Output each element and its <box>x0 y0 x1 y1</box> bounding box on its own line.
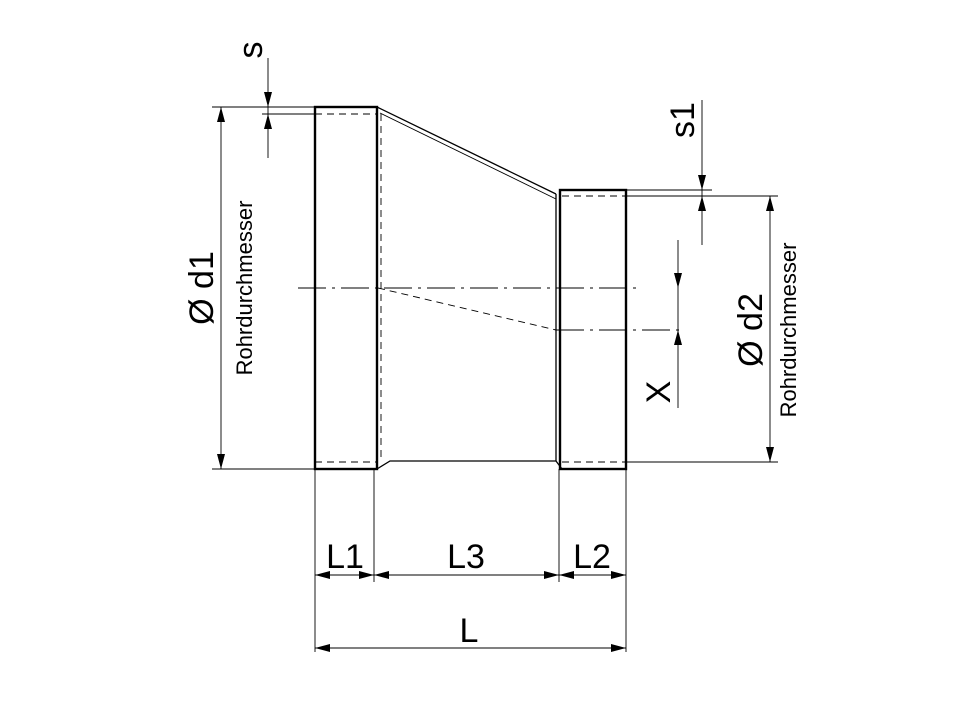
dimension-s1: s1 <box>626 100 712 245</box>
label-pipe-diameter-right: Rohrdurchmesser <box>776 243 801 418</box>
label-pipe-diameter-left: Rohrdurchmesser <box>232 201 257 376</box>
dimension-d2: Ø d2 Rohrdurchmesser <box>626 195 801 463</box>
offset-centerline <box>377 287 557 331</box>
dimension-x: X <box>640 240 682 408</box>
small-end-collar <box>558 188 628 471</box>
label-l1: L1 <box>326 538 364 576</box>
label-l2: L2 <box>573 538 611 576</box>
label-d1: Ø d1 <box>183 251 221 325</box>
label-s1: s1 <box>664 102 702 138</box>
cone-top-inner <box>379 112 557 200</box>
cone-top-edge <box>376 106 557 195</box>
label-d2: Ø d2 <box>732 293 770 367</box>
label-l: L <box>460 612 479 650</box>
dimension-d1: Ø d1 Rohrdurchmesser <box>183 106 315 470</box>
cone-bottom-edge <box>376 460 563 470</box>
dimension-s: s <box>232 42 315 158</box>
length-dimensions: L1 L3 L2 L <box>314 469 627 652</box>
label-l3: L3 <box>447 538 485 576</box>
label-s: s <box>232 42 270 59</box>
label-x: X <box>640 381 678 404</box>
center-lines <box>298 287 680 331</box>
